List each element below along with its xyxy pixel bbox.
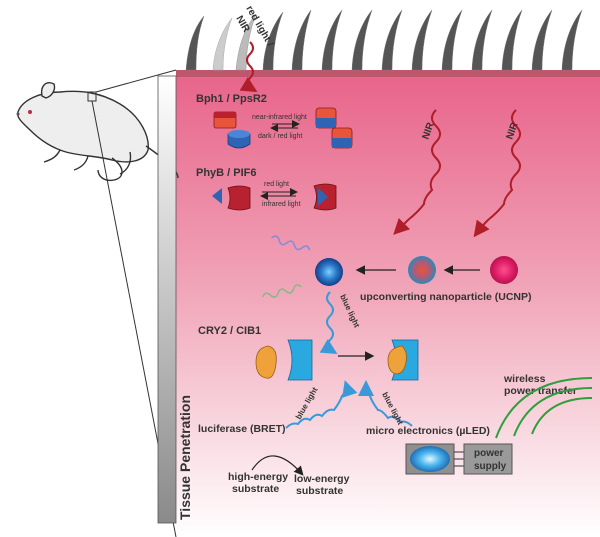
- high-energy-label-2: substrate: [232, 483, 279, 495]
- blue-light-wave-ucnp: [319, 291, 338, 355]
- cry2-cib1-left-complex: [255, 339, 313, 381]
- red-light-label: red light: [264, 181, 289, 188]
- zoom-line-top: [95, 69, 177, 93]
- blue-light-wave-uled: [358, 380, 413, 427]
- infrared-light-label: infrared light: [262, 201, 301, 208]
- emission-wave-purple: [271, 235, 311, 251]
- ucnp-blue-particle: [315, 258, 343, 286]
- blue-light-wave-luciferase: [285, 380, 358, 429]
- dark-red-light-label: dark / red light: [258, 133, 302, 140]
- bph1-ppsr2-title: Bph1 / PpsR2: [196, 93, 267, 105]
- power-supply-box: [463, 443, 513, 475]
- luciferase-label: luciferase (BRET): [198, 423, 286, 435]
- ucnp-label: upconverting nanoparticle (UCNP): [360, 291, 532, 303]
- mouse-illustration: [16, 82, 179, 182]
- tissue-penetration-bar: [157, 75, 177, 524]
- skin-layer: [176, 70, 600, 77]
- substrate-arrow: [251, 455, 304, 476]
- power-label-2: supply: [474, 461, 507, 472]
- tissue-penetration-label: Tissue Penetration: [177, 395, 193, 520]
- nir-wave-2: [473, 109, 521, 238]
- low-energy-label-2: substrate: [296, 485, 343, 497]
- uled-light: [410, 446, 450, 472]
- low-energy-label-1: low-energy: [294, 473, 350, 485]
- ucnp-red-particle: [490, 256, 518, 284]
- hair-strands: [185, 9, 583, 71]
- cry2-cib1-right-complex: [387, 339, 419, 381]
- uled-wires: [454, 451, 464, 467]
- emission-wave-green: [261, 284, 302, 298]
- high-energy-label-1: high-energy: [228, 471, 288, 483]
- tissue-block: [176, 70, 600, 537]
- phyb-pif6-left-shapes: [212, 185, 251, 211]
- cry2-cib1-title: CRY2 / CIB1: [198, 325, 261, 337]
- phyb-pif6-right-shapes: [313, 183, 337, 211]
- wireless-label-2: power transfer: [504, 385, 577, 397]
- red-light-wave-top: [239, 41, 258, 93]
- bph1-ppsr2-right-shapes: [315, 107, 353, 149]
- phyb-pif6-title: PhyB / PIF6: [196, 167, 257, 179]
- bph1-ppsr2-left-shapes: [213, 111, 251, 149]
- near-infrared-label: near-infrared light: [252, 114, 307, 121]
- nir-wave-1: [393, 109, 441, 235]
- power-label-1: power: [474, 448, 504, 459]
- ucnp-mid-particle: [408, 256, 436, 284]
- wireless-label-1: wireless: [503, 373, 546, 385]
- micro-electronics-label: micro electronics (µLED): [366, 425, 490, 437]
- wireless-arcs: [495, 377, 593, 439]
